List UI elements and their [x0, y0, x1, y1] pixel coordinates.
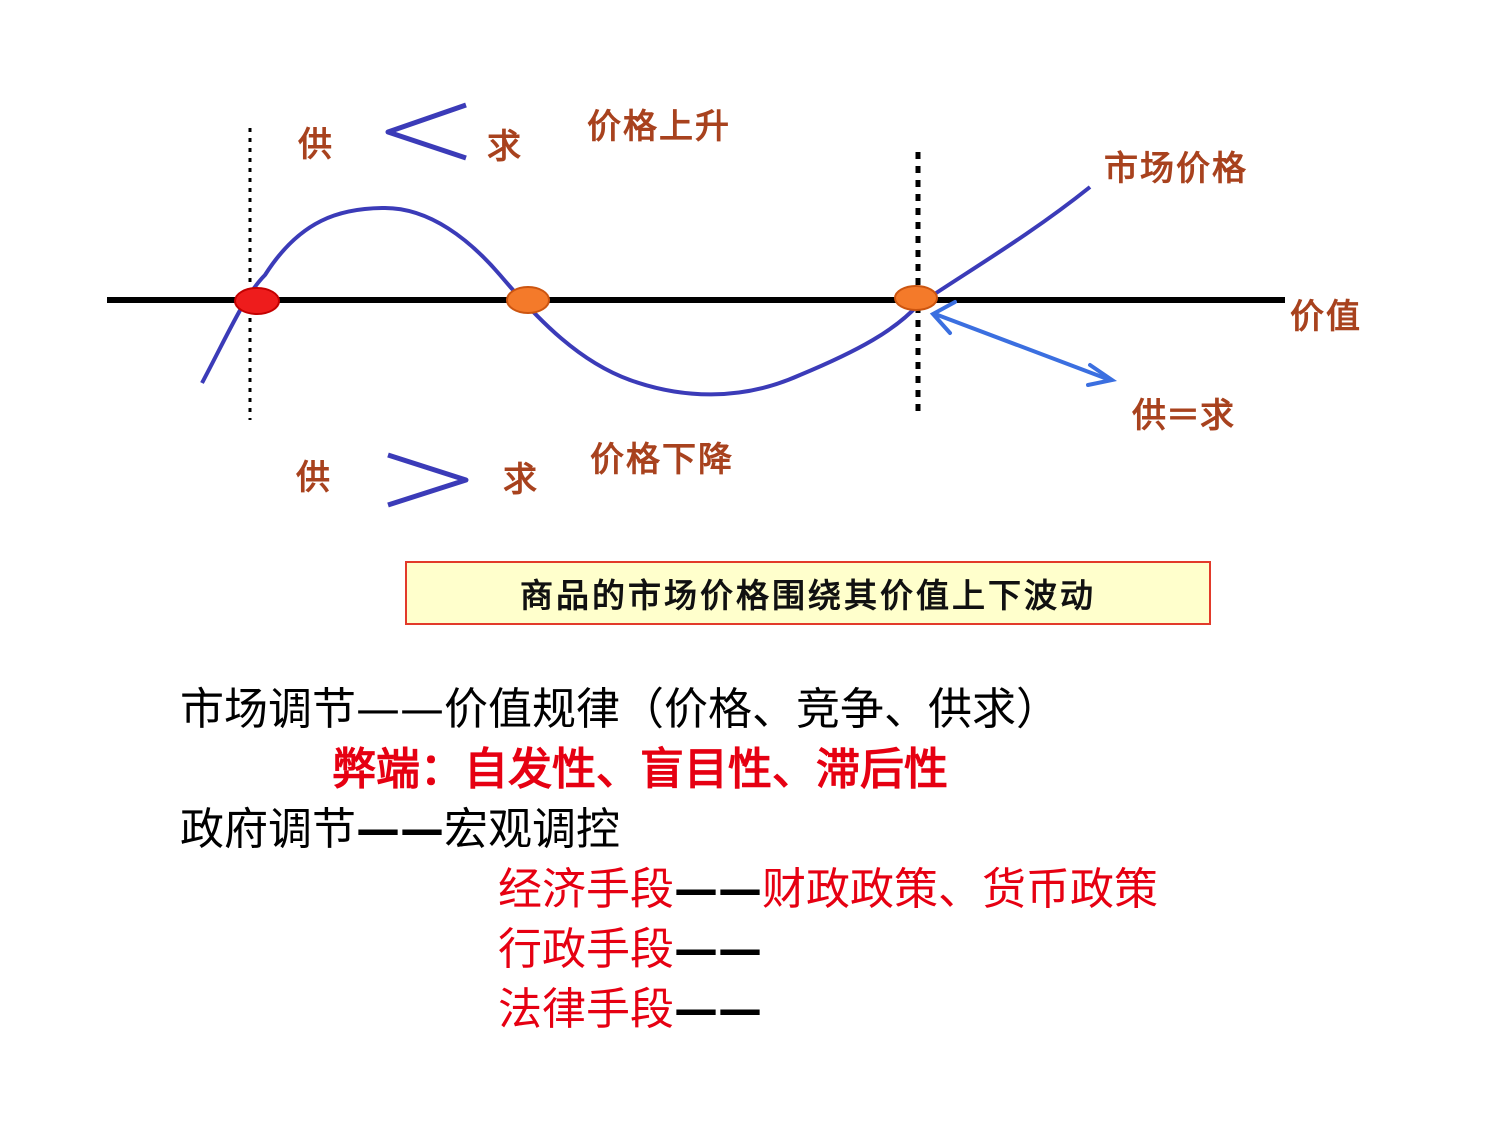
bottom-supply-label: 供	[295, 458, 330, 498]
diagram-caption-box: 商品的市场价格围绕其价值上下波动	[405, 561, 1211, 625]
price-fall-label: 价格下降	[590, 440, 734, 480]
legal-means-dash: ——	[674, 984, 762, 1035]
economic-means-dash: ——	[674, 864, 762, 915]
legal-means-line: 法律手段——	[498, 980, 762, 1040]
equilibrium-point-orange-2	[894, 285, 938, 311]
top-supply-label: 供	[297, 125, 332, 165]
economic-means-label: 经济手段	[498, 864, 674, 915]
less-than-sign	[385, 102, 467, 161]
top-demand-label: 求	[487, 127, 521, 167]
administrative-means-line: 行政手段——	[498, 920, 762, 980]
drawbacks-line: 弊端：自发性、盲目性、滞后性	[332, 740, 948, 800]
macro-control-text: 宏观调控	[444, 804, 620, 855]
administrative-means-label: 行政手段	[498, 924, 674, 975]
equilibrium-point-red	[234, 287, 280, 315]
fiscal-monetary-policy-text: 财政政策、货币政策	[762, 864, 1158, 915]
administrative-means-dash: ——	[674, 924, 762, 975]
economic-means-line: 经济手段——财政政策、货币政策	[498, 860, 1158, 920]
greater-than-sign	[387, 452, 469, 508]
equilibrium-point-orange-1	[506, 286, 550, 314]
market-regulation-text: 市场调节——价值规律（价格、竞争、供求）	[180, 684, 1060, 735]
balance-label: 供＝求	[1131, 396, 1234, 436]
legal-means-label: 法律手段	[498, 984, 674, 1035]
value-label: 价值	[1290, 297, 1362, 337]
price-value-diagram: 供 求 价格上升 供 求 价格下降 市场价格 价值 供＝求	[107, 102, 1362, 508]
diagram-caption: 商品的市场价格围绕其价值上下波动	[520, 576, 1096, 615]
government-regulation-line: 政府调节——宏观调控	[180, 800, 620, 860]
market-price-curve	[200, 185, 1092, 397]
government-regulation-dash: ——	[356, 804, 444, 855]
government-regulation-label: 政府调节	[180, 804, 356, 855]
double-arrow-icon	[929, 300, 1118, 387]
market-price-label: 市场价格	[1104, 149, 1248, 189]
bottom-demand-label: 求	[503, 460, 537, 500]
drawbacks-text: 弊端：自发性、盲目性、滞后性	[332, 744, 948, 795]
market-regulation-line: 市场调节——价值规律（价格、竞争、供求）	[180, 680, 1060, 740]
price-rise-label: 价格上升	[587, 107, 731, 147]
